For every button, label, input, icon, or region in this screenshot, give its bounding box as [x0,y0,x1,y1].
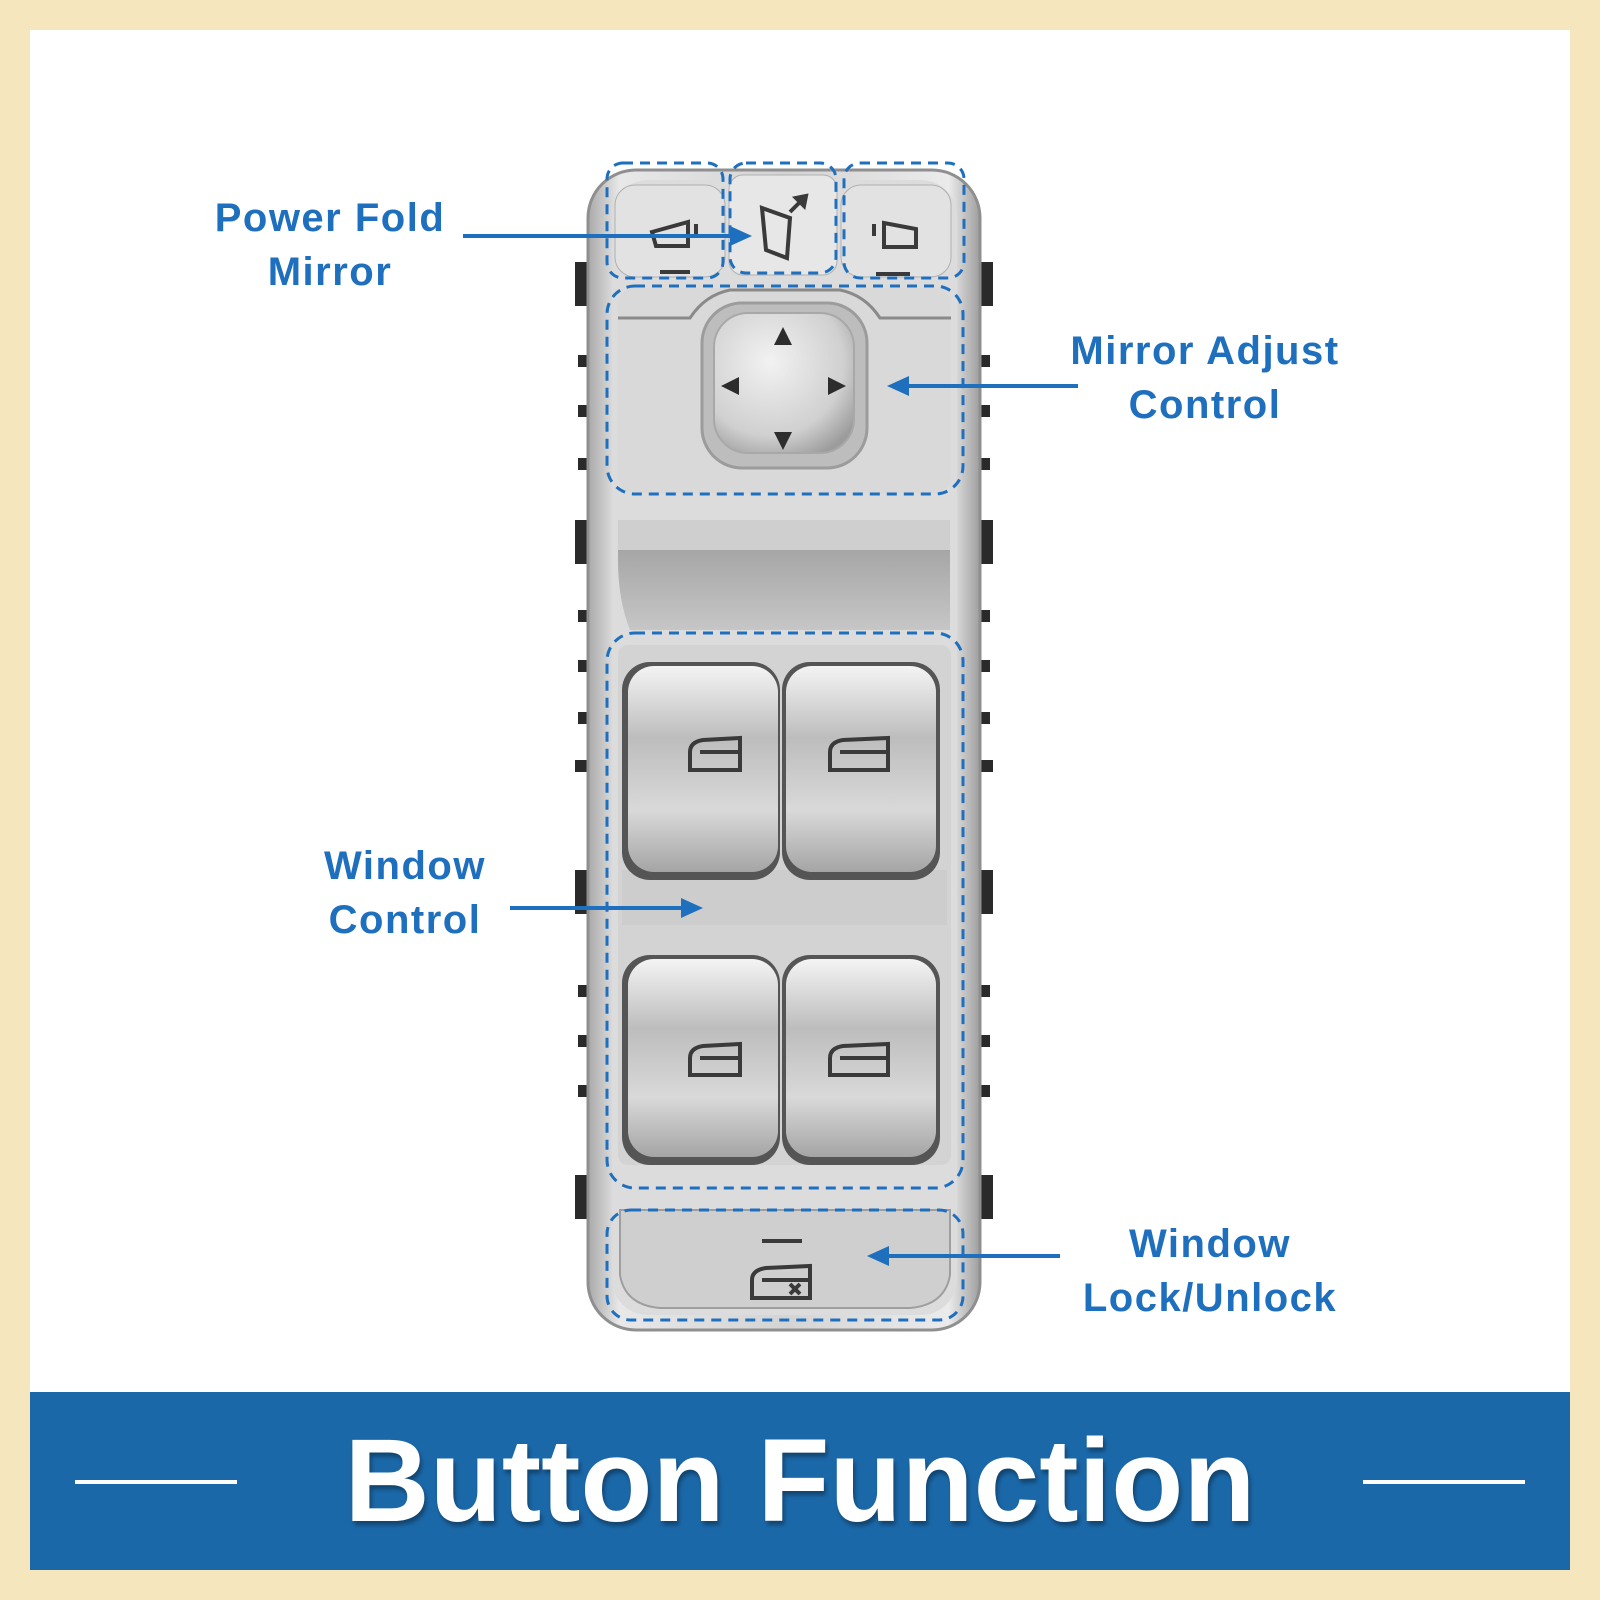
banner-left-line [75,1480,237,1484]
window-lock-icon [750,1263,812,1300]
arrow-icons [721,327,846,450]
window-lock-unlock-label: Window Lock/Unlock [1082,1222,1338,1320]
callout-arrows [463,226,1078,1266]
power-fold-mirror-label: Power Fold Mirror [214,196,446,294]
banner-title: Button Function [344,1415,1256,1547]
highlight-mirror-right [842,161,966,280]
highlight-power-fold [728,161,838,275]
title-banner: Button Function [30,1392,1570,1570]
window-icon [688,735,890,1077]
highlight-mirror-adjust [605,284,965,496]
mirror-right-icon [872,220,918,249]
window-control-label: Window Control [324,844,486,942]
highlight-window-lock [605,1208,965,1322]
side-clips [575,262,993,1219]
highlight-mirror-left [605,161,725,280]
highlight-regions [605,161,966,1322]
mirror-adjust-control-label: Mirror Adjust Control [1070,329,1340,427]
power-fold-icon [759,193,809,261]
banner-right-line [1363,1480,1525,1484]
highlight-window-control [605,631,965,1190]
mirror-top-buttons [614,174,952,278]
